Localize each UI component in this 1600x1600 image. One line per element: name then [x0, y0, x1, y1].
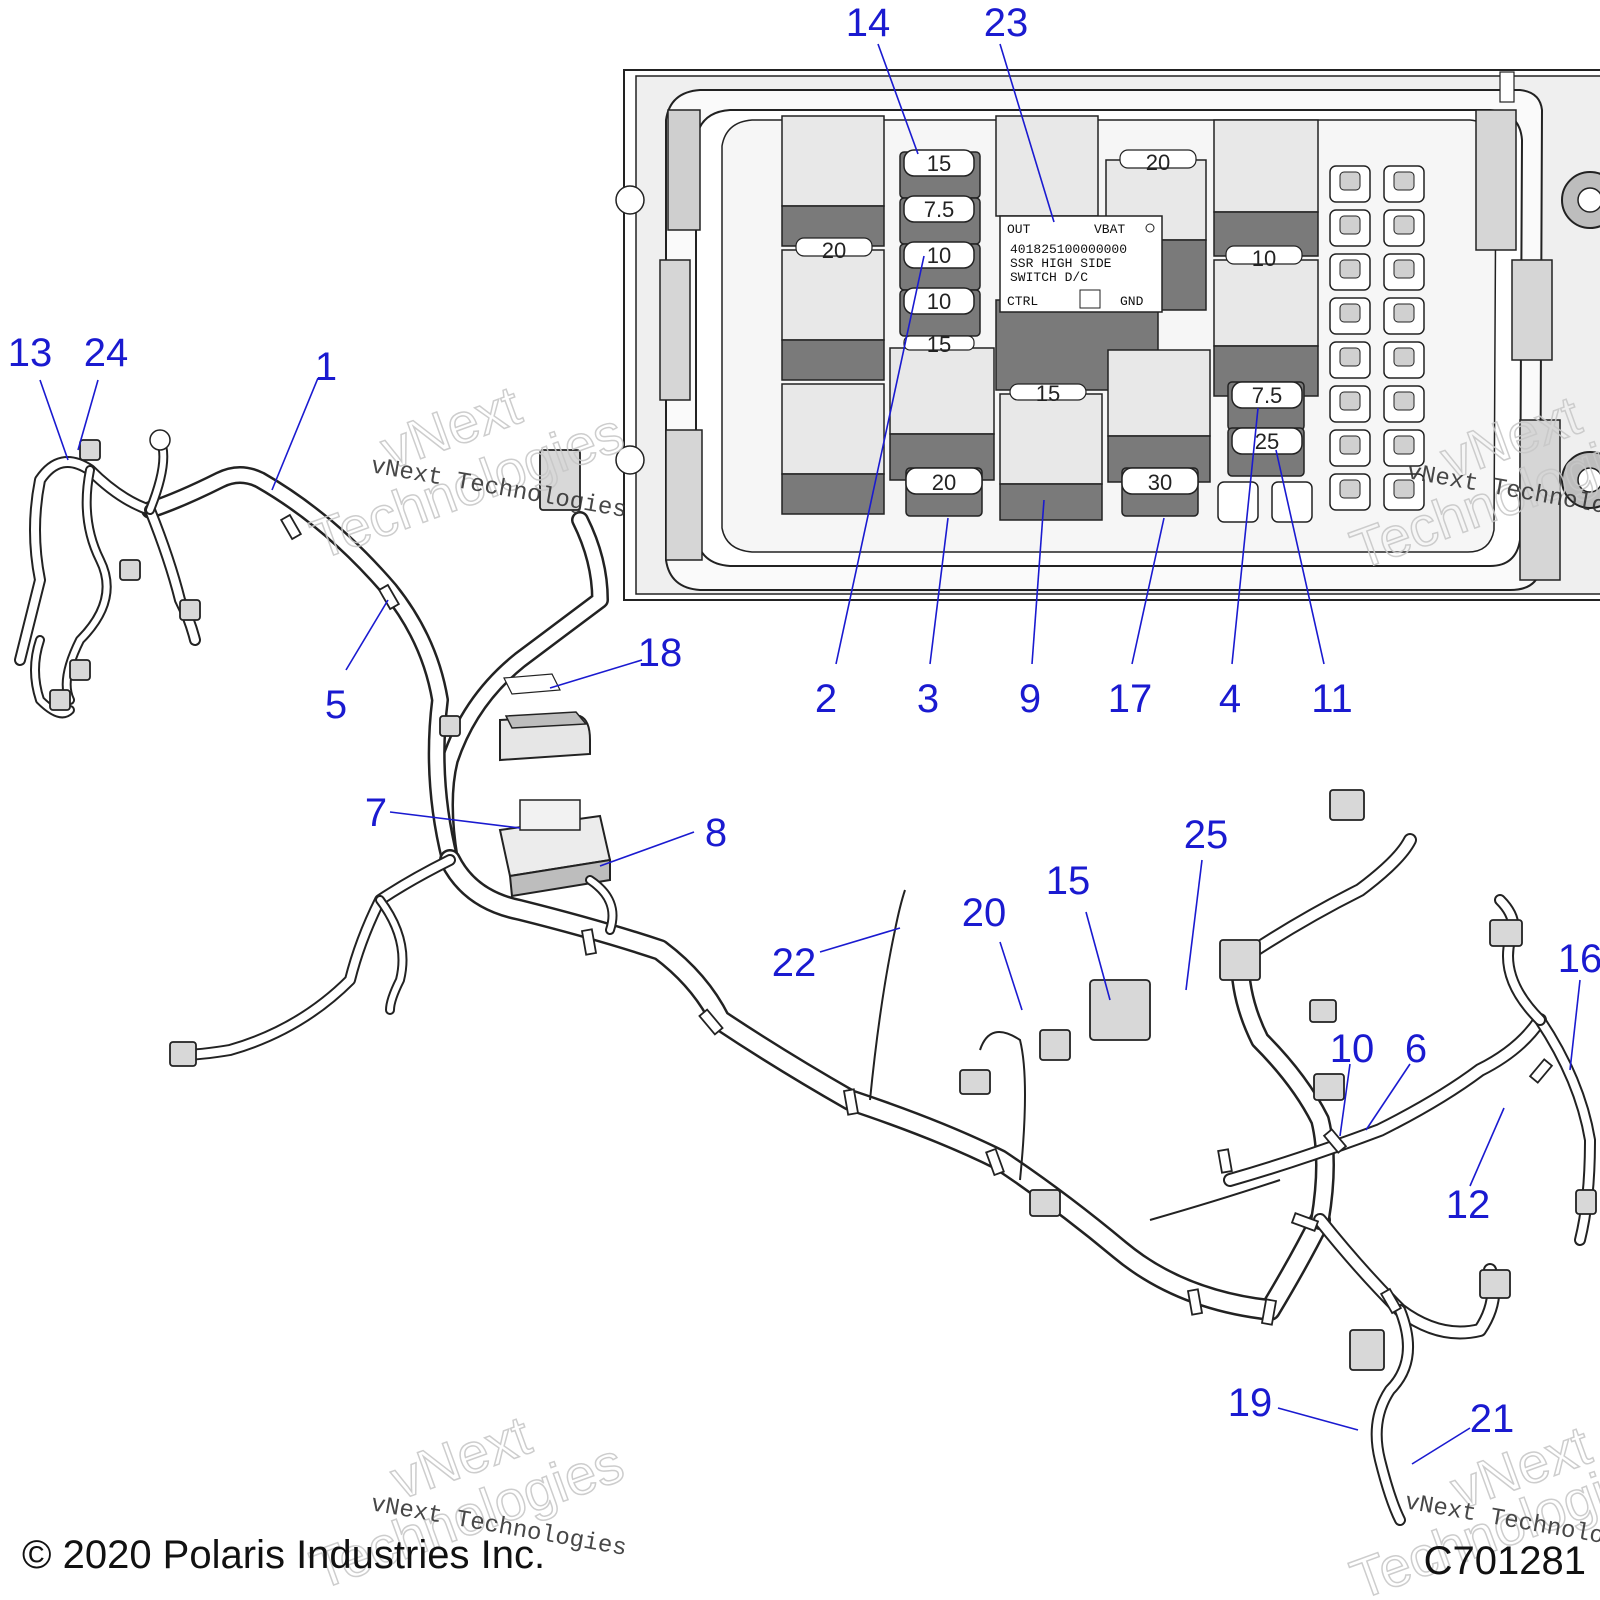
fuse-15-low-label: 15 [927, 332, 951, 357]
fuse-7-5-label: 7.5 [924, 197, 955, 222]
fuse-20-label: 20 [932, 470, 956, 495]
fuse-10b-label: 10 [927, 289, 951, 314]
callout-15: 15 [1046, 859, 1091, 903]
callout-6: 6 [1405, 1027, 1427, 1071]
fuse-10-label: 10 [927, 243, 951, 268]
fuse-slot-insert [1393, 215, 1415, 235]
ssr-vbat-text: VBAT [1094, 222, 1125, 237]
relay-column-left [781, 115, 885, 515]
power-distribution-module [498, 799, 618, 935]
callout-25: 25 [1184, 813, 1229, 857]
fuse-7-5b-label: 7.5 [1252, 383, 1283, 408]
callout-18: 18 [638, 631, 683, 675]
callout-4: 4 [1219, 677, 1241, 721]
fuse-slot-insert [1393, 347, 1415, 367]
bottom-fuses: 20 30 7.5 25 [905, 381, 1305, 517]
callout-19: 19 [1228, 1381, 1273, 1425]
fuse-30-label: 30 [1148, 470, 1172, 495]
callout-13: 13 [8, 331, 53, 375]
ssr-line1: SSR HIGH SIDE [1010, 256, 1112, 271]
hidden-fuse-labels: 20 20 10 15 15 [795, 149, 1303, 406]
callout-17: 17 [1108, 677, 1153, 721]
callout-22: 22 [772, 941, 817, 985]
callout-2: 2 [815, 677, 837, 721]
callout-9: 9 [1019, 677, 1041, 721]
harness-main [14, 429, 1597, 1526]
fuse-slot-insert [1339, 215, 1361, 235]
copyright-text: © 2020 Polaris Industries Inc. [22, 1533, 545, 1577]
mount-left [615, 109, 703, 561]
callout-24: 24 [84, 331, 129, 375]
mount-right [1475, 71, 1600, 581]
callout-12: 12 [1446, 1183, 1491, 1227]
fuse-15-mid-label: 15 [1036, 381, 1060, 406]
callout-leaders [39, 43, 1581, 1465]
ssr-line2: SWITCH D/C [1010, 270, 1088, 285]
fuse-slot-insert [1339, 171, 1361, 191]
ssr-out-text: OUT [1007, 222, 1031, 237]
callout-labels: 1 2 3 4 5 6 7 8 9 10 11 12 13 14 15 16 1… [8, 1, 1600, 1441]
fuse-slot [1271, 481, 1313, 523]
fuse-slot-insert [1339, 347, 1361, 367]
fuse-20-top-label: 20 [1146, 150, 1170, 175]
fuse-slot [1217, 481, 1259, 523]
fuse-slot-insert [1339, 435, 1361, 455]
fuse-10-right-label: 10 [1252, 246, 1276, 271]
fuse-slot-insert [1393, 171, 1415, 191]
ssr-part-number: 401825100000000 [1010, 242, 1127, 257]
callout-23: 23 [984, 1, 1029, 45]
fuse-slot-insert [1393, 391, 1415, 411]
fuse-25-label: 25 [1255, 429, 1279, 454]
callout-10: 10 [1330, 1027, 1375, 1071]
callout-14: 14 [846, 1, 891, 45]
fuse-slot-insert [1339, 303, 1361, 323]
callout-20: 20 [962, 891, 1007, 935]
fuse-slot-insert [1339, 391, 1361, 411]
fuse-slot-insert [1393, 435, 1415, 455]
callout-16: 16 [1558, 937, 1600, 981]
callout-7: 7 [365, 791, 387, 835]
callout-11: 11 [1311, 677, 1353, 721]
fuse-slot-insert [1393, 303, 1415, 323]
callout-21: 21 [1470, 1397, 1515, 1441]
fuse-15-label: 15 [927, 151, 951, 176]
ssr-gnd-text: GND [1120, 294, 1144, 309]
fuse-slot-insert [1339, 479, 1361, 499]
fuse-box-detail: 15 7.5 10 10 20 20 10 15 15 [615, 69, 1600, 601]
fuse-slot-grid [1217, 165, 1425, 523]
fuse-slot-insert [1393, 479, 1415, 499]
fuse-slot-insert [1393, 259, 1415, 279]
callout-8: 8 [705, 811, 727, 855]
callout-3: 3 [917, 677, 939, 721]
ssr-ctrl-text: CTRL [1007, 294, 1038, 309]
module-18 [499, 673, 591, 762]
fuse-slot-insert [1339, 259, 1361, 279]
fuse-20-left-label: 20 [822, 238, 846, 263]
callout-1: 1 [315, 345, 337, 389]
figure-code: C701281 [1424, 1539, 1586, 1583]
fuse-column: 15 7.5 10 10 [899, 149, 981, 337]
callout-5: 5 [325, 683, 347, 727]
ssr-relay-label: OUT VBAT 401825100000000 SSR HIGH SIDE S… [999, 215, 1163, 313]
